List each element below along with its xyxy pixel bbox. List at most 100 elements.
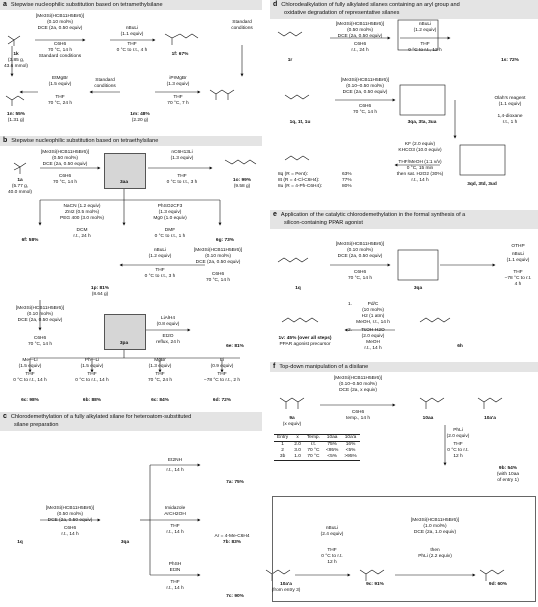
compound-6b: 6b: 88%: [82, 398, 102, 403]
compound-10aa-prime: 10a'a: [484, 416, 496, 421]
compound-3pa: 3pa: [119, 341, 129, 346]
compound-9b: 9b: 54%: [498, 466, 518, 471]
condition-temp-2: 70 °C, 14 h: [205, 278, 231, 283]
compound-1a: 1a: [17, 178, 23, 183]
reagent-nbuli-eq: (1.2 equiv): [413, 28, 437, 33]
reagent-catalyst: [Me3Si(HCB11H5Br6)]: [45, 506, 95, 511]
table-cell: 3b: [279, 454, 286, 459]
bracket-d2: [399, 84, 446, 116]
sme4-bonds: [7, 35, 21, 46]
compound-6c: 6c: 98%: [21, 398, 39, 403]
reagent-loading-3: (0.10 mol%): [27, 312, 53, 317]
label-ppar: PPAR agonist precursor: [279, 342, 331, 347]
reagent-loading: (0.10 mol%): [47, 20, 73, 25]
sbu-bonds: [164, 33, 199, 45]
panel-title: Chlorodealkylation of fully alkylated si…: [281, 2, 460, 8]
reagent-dce-2: DCE (2a, 1.0 equiv): [413, 530, 457, 535]
ar-definition: Ar = 4-Me-C6H4: [214, 534, 250, 539]
disilane2-bonds: [419, 397, 445, 409]
compound-3qa-3ta-3ua: 3qa, 3ta, 3ua: [407, 120, 437, 125]
reagent-loading-2: (1.0 mol%): [423, 524, 447, 529]
compound-1a-amount-2: 40.0 mmol): [8, 190, 32, 195]
condition-temp-2: 70 °C, 14 h: [352, 110, 378, 115]
table-cell: 70 °C: [307, 448, 320, 453]
reagent-catalyst-2: [Me3Si(HCB11H5Br6)]: [193, 248, 243, 253]
condition-vinyl-time: 70 °C, 24 h: [147, 378, 173, 383]
compound-3aa: 3aa: [119, 180, 129, 185]
condition-phli-thf: THF: [87, 372, 97, 377]
condition-phli-temp: 0 °C to r.t.: [447, 448, 469, 453]
reagent-loading: (0.50 mol%): [52, 156, 78, 161]
condition-dmf: DMF: [164, 228, 176, 233]
standard-mid: Standard: [95, 78, 115, 83]
compound-6e: 6e: 81%: [226, 344, 244, 349]
table-row: 1 2.0 r.t. 75% 16%: [274, 442, 360, 449]
reagent-catalyst: [Me3Si(HCB11H5Br6)]: [35, 14, 85, 19]
bracket-e1: [397, 249, 439, 281]
reagent-c6h13li: nC6H13Li: [171, 150, 193, 155]
condition-temp: 70 °C, 14 h: [52, 180, 78, 185]
reagent-catalyst: [Me3Si(HCB11H5Br6)]: [335, 22, 385, 27]
reagent-catalyst: [Me3Si(HCB11H5Br6)]: [333, 376, 383, 381]
compound-10aa-prime-note: (from entry 3): [271, 588, 301, 593]
condition-solvent-2: C6H6: [358, 104, 372, 109]
compound-1o-amount: (9.58 g): [233, 184, 251, 189]
condition-solvent: C6H6: [53, 42, 67, 47]
panel-title: Chlorodemethylation of a fully alkylated…: [10, 414, 192, 420]
compound-1n: 1n: 55%: [6, 112, 26, 117]
reagent-kf: KF (2.0 equiv): [404, 142, 436, 147]
standard-right-2: conditions: [231, 26, 253, 31]
bracket-d3: [459, 144, 506, 176]
reagent-dce: DCE (2a, 0.50 equiv): [337, 34, 383, 39]
reagent-lialh4-eq: (0.8 equiv): [156, 322, 180, 327]
product-8u: 8u (R = 4-Ph-C6H4):: [278, 184, 323, 189]
compound-9d: 9d: 60%: [488, 582, 508, 587]
compound-6c-vinyl: 6c: 84%: [151, 398, 169, 403]
compound-1v: 1v: 45% (over all steps): [278, 336, 332, 341]
reagent-phli-eq: (1.5 equiv): [80, 364, 104, 369]
arrow-b4: [38, 199, 124, 226]
disilane3-bonds: [477, 397, 503, 409]
condition-temp: temp., 14 h: [346, 416, 370, 421]
panel-title: Top-down manipulation of a disilane: [279, 364, 369, 370]
table-header: 10a'a: [344, 435, 357, 440]
condition-nbuli-time: 12 h: [327, 560, 337, 565]
product-8q-yield: 63%: [342, 172, 352, 177]
reagent-nbuli: nBuLi: [153, 248, 167, 253]
reagent-olah-eq: (1.1 equiv): [498, 102, 522, 107]
condition-solvent: C6H6: [353, 42, 367, 47]
condition-meli-thf: THF: [25, 372, 35, 377]
standard-right: Standard: [232, 20, 252, 25]
reagent-loading: (0.10 mol%): [347, 248, 373, 253]
reagent-nbuli-eq: (1.1 equiv): [120, 32, 144, 37]
compound-3qd-3td-3ud: 3qd, 3td, 3ud: [467, 182, 497, 187]
panel-title: Stepwise nucleophilic substitution based…: [10, 2, 163, 8]
reagent-phso-eq: (1.3 equiv): [158, 210, 182, 215]
compound-3qa: 3qa: [120, 540, 130, 545]
sihex-bonds: [224, 159, 257, 165]
condition-solvent: C6H6: [351, 410, 365, 415]
condition-meoh-time: r.t., 14 h: [364, 346, 382, 351]
reagent-arch2oh: ArCH2OH: [164, 512, 186, 517]
reagent-olah: Olah's reagent: [494, 96, 526, 101]
table-cell: 70 °C: [307, 454, 320, 459]
disilane-bonds: [279, 397, 305, 409]
condition-dcm: DCM: [76, 228, 88, 233]
table-header: Entry: [277, 435, 289, 440]
reagent-loading-2: (0.10–0.50 mol%): [346, 84, 384, 89]
reagent-vinyl-eq: (1.3 equiv): [148, 364, 172, 369]
reagent-loading: (0.50 mol%): [57, 512, 83, 517]
condition-solvent-mix: THF/MeOH (1:1 v/v): [398, 160, 442, 165]
e-chain-bonds: [277, 257, 309, 263]
reagent-catalyst: [Me3Si(HCB11H5Br6)]: [335, 242, 385, 247]
bracket-d1: [397, 19, 439, 51]
reagent-phli-eq: (2.0 equiv): [446, 434, 470, 439]
table-cell: >95%: [344, 454, 357, 459]
condition-imid-thf: THF: [170, 524, 180, 529]
condition-et2nh-time: r.t., 14 h: [166, 468, 184, 473]
reagent-pdc-load: (10 mol%): [362, 308, 384, 313]
table-cell: r.t.: [310, 442, 317, 447]
